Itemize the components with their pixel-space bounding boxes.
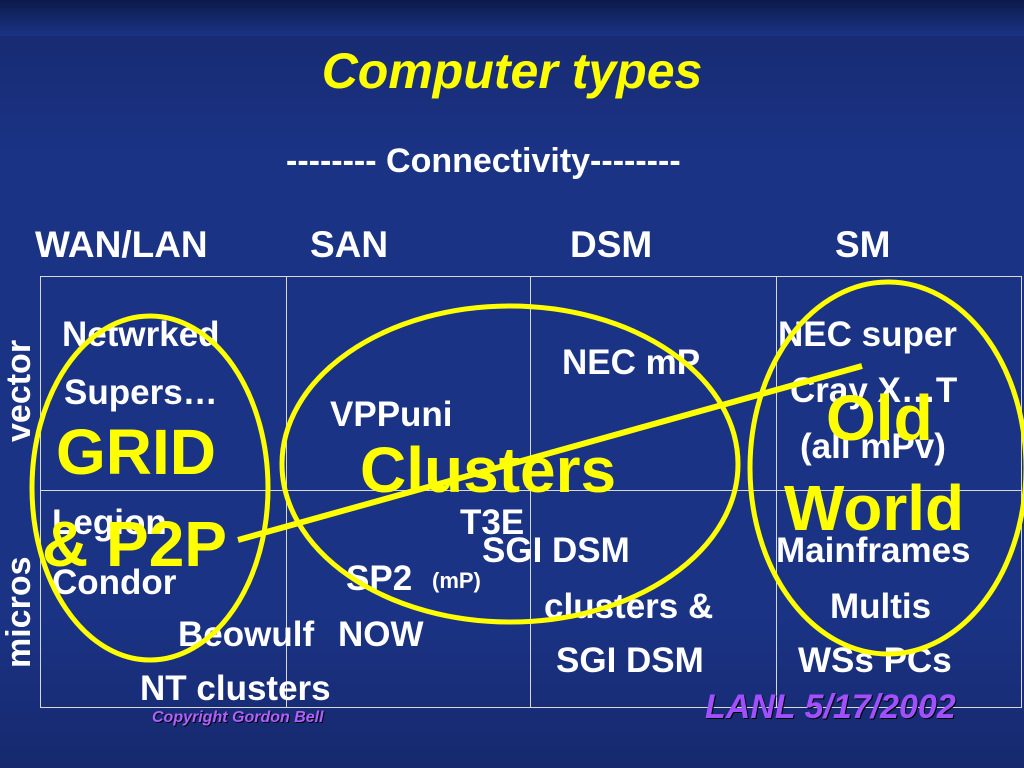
cell-nec-super: NEC super [778, 315, 957, 354]
column-header-san: SAN [310, 224, 389, 265]
cell-sgi-dsm: SGI DSM [482, 531, 630, 570]
grid-label: GRID [56, 416, 216, 488]
cell-legion: Legion [52, 503, 167, 542]
cell-nec-mp: NEC mP [562, 343, 701, 382]
cell-condor: Condor [52, 563, 177, 602]
column-header-sm: SM [835, 224, 891, 265]
footer-date: LANL 5/17/2002 [705, 688, 956, 726]
column-header-wan-lan: WAN/LAN [35, 224, 208, 265]
cell-multis: Multis [830, 587, 932, 626]
connectivity-subtitle: -------- Connectivity-------- [286, 142, 681, 180]
table-divider [776, 276, 777, 708]
cell-all-mpv: (all mPv) [800, 427, 946, 466]
cell-nt-clusters: NT clusters [140, 669, 331, 708]
grid-ellipse [29, 313, 271, 663]
p2p-label: & P2P [42, 508, 227, 580]
clusters-ellipse [279, 303, 741, 625]
old-label: Old [826, 382, 933, 454]
cell-netwrked: Netwrked [62, 315, 220, 354]
cell-sp2-mp: (mP) [432, 568, 481, 593]
copyright-text: Copyright Gordon Bell [152, 709, 324, 726]
cell-beowulf: Beowulf [178, 615, 315, 654]
clusters-label: Clusters [360, 434, 617, 506]
table-divider [40, 490, 1022, 491]
cell-t3e: T3E [460, 503, 525, 542]
cell-mainframes: Mainframes [776, 531, 971, 570]
cell-clusters-and: clusters & [544, 587, 714, 626]
old-world-ellipse [747, 279, 1024, 657]
connector-line [237, 363, 863, 543]
column-header-dsm: DSM [570, 224, 653, 265]
cell-vppuni: VPPuni [330, 395, 453, 434]
world-label: World [784, 472, 965, 544]
computer-types-table [40, 276, 1022, 708]
cell-sgi-dsm-2: SGI DSM [556, 641, 704, 680]
cell-now: NOW [338, 615, 424, 654]
slide-title: Computer types [321, 43, 703, 99]
table-divider [530, 276, 531, 708]
cell-supers: Supers… [64, 373, 218, 412]
top-band [0, 0, 1024, 36]
